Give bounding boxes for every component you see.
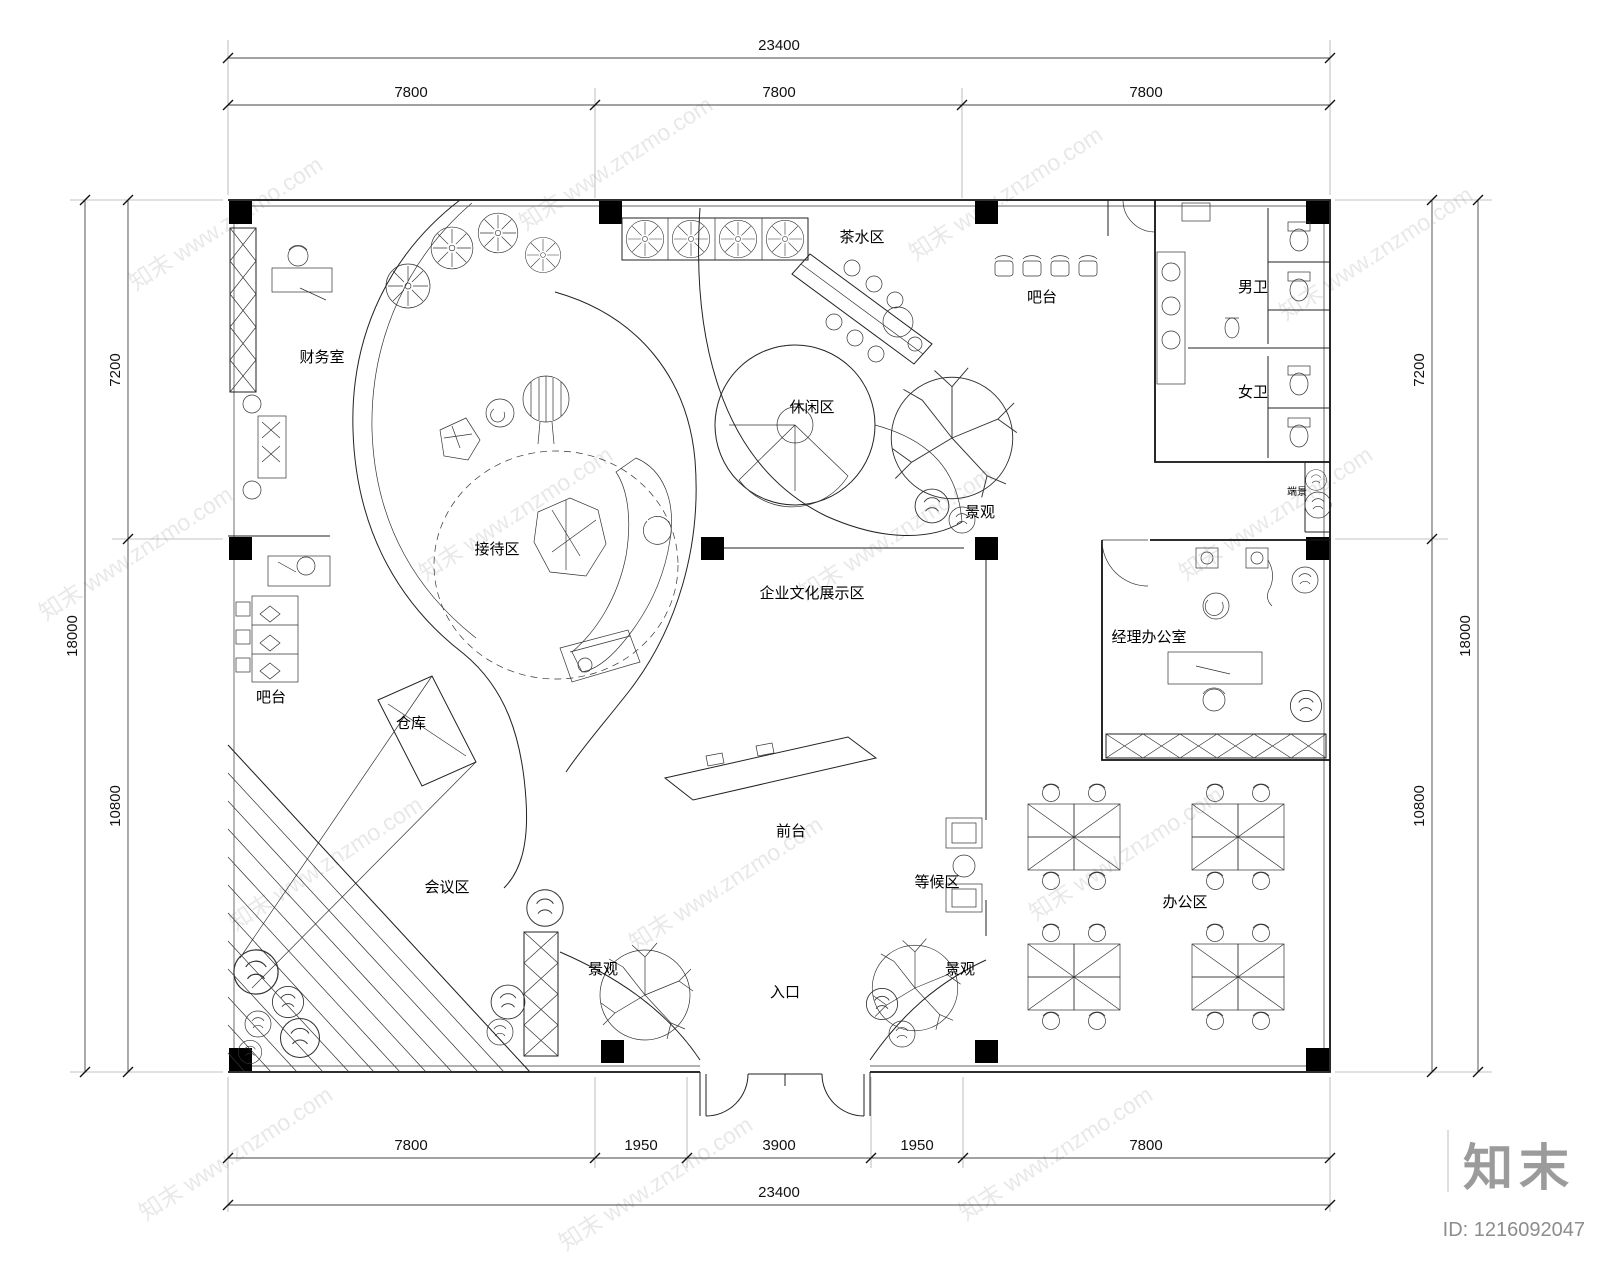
meeting-area (227, 744, 531, 1073)
label-front-desk: 前台 (776, 823, 806, 840)
dim-bottom-1: 7800 (394, 1137, 427, 1154)
manager-office (1101, 539, 1330, 761)
exterior-walls (228, 199, 1331, 1116)
label-landscape-c: 景观 (945, 961, 975, 978)
dim-bottom-3: 3900 (762, 1137, 795, 1154)
warehouse-area (239, 675, 477, 989)
bar-left-area (235, 555, 331, 683)
label-reception: 接待区 (474, 541, 519, 558)
label-womens-wc: 女卫 (1238, 383, 1268, 401)
watermark-text: 知末 www.znzmo.com (554, 1111, 757, 1255)
landscape-bottom-right (865, 938, 987, 1061)
endview-niche (1304, 462, 1332, 533)
room-labels: 财务室 茶水区 吧台 男卫 女卫 休闲区 景观 端景 接待区 企业文化展示区 经… (256, 229, 1307, 1001)
dim-bottom-total: 23400 (758, 1184, 800, 1201)
toilet-block (1122, 199, 1330, 463)
bar-top-area (994, 200, 1109, 277)
watermark-text: 知末 www.znzmo.com (794, 461, 997, 605)
site-branding: 知末 ID: 1216092047 (1443, 1130, 1585, 1241)
label-endview: 端景 (1287, 485, 1307, 498)
watermark-text: 知末 www.znzmo.com (134, 1081, 337, 1225)
dim-right-total: 18000 (1457, 615, 1474, 657)
watermark-text: 知末 www.znzmo.com (414, 441, 617, 585)
label-bar-left: 吧台 (256, 689, 286, 706)
leisure-area (698, 207, 963, 537)
label-landscape-b: 景观 (588, 961, 618, 978)
front-desk (663, 736, 878, 801)
label-warehouse: 仓库 (396, 715, 426, 732)
reception-zone (352, 199, 697, 889)
structural-columns (229, 201, 1329, 1071)
watermark-layer: 知末 www.znzmo.com 知末 www.znzmo.com 知末 www… (34, 91, 1477, 1255)
dim-top-1: 7800 (394, 84, 427, 101)
dim-top-total: 23400 (758, 37, 800, 54)
label-mens-wc: 男卫 (1238, 279, 1268, 296)
dimensions: 23400 7800 7800 7800 18000 7200 10800 72… (64, 37, 1492, 1212)
label-meeting-area: 会议区 (424, 879, 469, 896)
dim-top-3: 7800 (1129, 84, 1162, 101)
site-logo: 知末 (1463, 1140, 1575, 1196)
dim-right-2: 10800 (1411, 785, 1428, 827)
dim-right-1: 7200 (1411, 353, 1428, 386)
label-office-area: 办公区 (1162, 894, 1207, 911)
watermark-text: 知末 www.znzmo.com (954, 1081, 1157, 1225)
label-leisure-area: 休闲区 (789, 399, 834, 416)
dim-bottom-5: 7800 (1129, 1137, 1162, 1154)
landscape-bottom-left (486, 889, 701, 1061)
room-finance (228, 227, 333, 537)
label-waiting-area: 等候区 (914, 873, 959, 891)
label-tea-area: 茶水区 (839, 229, 884, 246)
dim-left-total: 18000 (64, 615, 81, 657)
culture-display-area (724, 547, 987, 936)
label-finance-room: 财务室 (299, 349, 344, 366)
dim-bottom-2: 1950 (624, 1137, 657, 1154)
label-culture-display: 企业文化展示区 (759, 584, 864, 602)
dim-bottom-4: 1950 (900, 1137, 933, 1154)
label-bar-top: 吧台 (1027, 289, 1057, 306)
dim-left-2: 10800 (107, 785, 124, 827)
watermark-text: 知末 www.znzmo.com (34, 481, 237, 625)
watermark-text: 知末 www.znzmo.com (904, 121, 1107, 265)
dim-top-2: 7800 (762, 84, 795, 101)
dim-left-1: 7200 (107, 353, 124, 386)
label-manager-office: 经理办公室 (1111, 629, 1186, 646)
watermark-text: 知末 www.znzmo.com (1274, 181, 1477, 325)
label-landscape-a: 景观 (965, 504, 995, 521)
watermark-text: 知末 www.znzmo.com (124, 151, 327, 295)
label-entrance: 入口 (770, 984, 800, 1001)
image-id: ID: 1216092047 (1443, 1219, 1585, 1241)
waiting-area (945, 817, 983, 913)
tea-area (621, 217, 933, 365)
entrance-doors (705, 1073, 865, 1117)
